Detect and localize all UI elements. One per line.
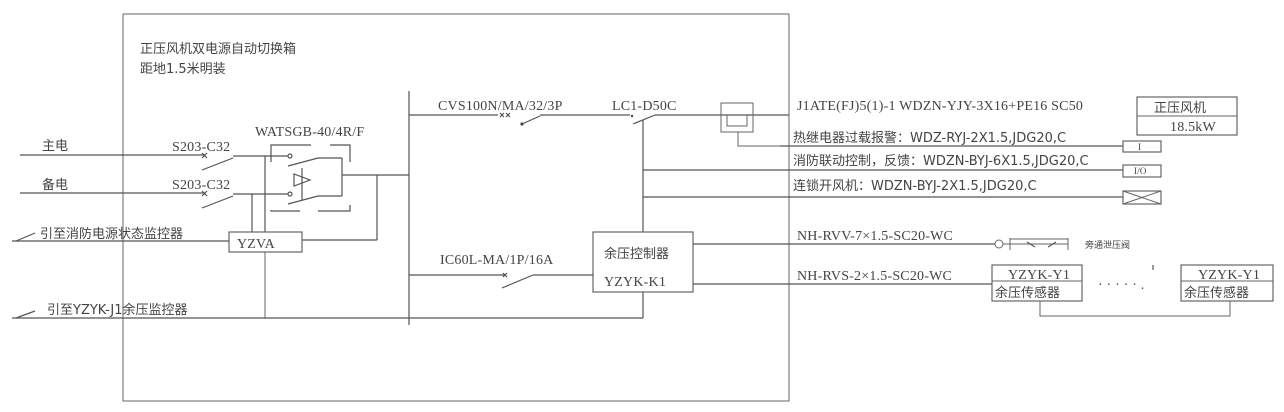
bypass-valve-icon — [994, 238, 1069, 250]
pressure-monitor-arrow — [15, 310, 36, 319]
cvs-breaker-label: CVS100N/MA/32/3P — [438, 99, 563, 114]
title-line-1: 正压风机双电源自动切换箱 — [140, 41, 296, 57]
output-label-2: 消防联动控制，反馈：WDZN-BYJ-6X1.5,JDG20,C — [793, 153, 1089, 169]
ic60l-breaker-symbol — [501, 272, 593, 289]
main-power-label: 主电 — [42, 139, 68, 154]
main-breaker-symbol — [201, 152, 288, 171]
contactor-label: LC1-D50C — [612, 99, 677, 114]
yzva-module — [228, 231, 303, 253]
ats-symbol — [270, 144, 409, 212]
output-label-3: 连锁开风机：WDZN-BYJ-2X1.5,JDG20,C — [793, 178, 1037, 194]
sensor-cable-label: NH-RVS-2×1.5-SC20-WC — [797, 269, 952, 284]
ic60l-label: IC60L-MA/1P/16A — [440, 253, 554, 268]
pressure-sensor-2 — [1180, 264, 1274, 302]
backup-power-label: 备电 — [42, 177, 68, 193]
sensor-1-model: YZYK-Y1 — [1008, 268, 1070, 283]
valve-cable-label: NH-RVV-7×1.5-SC20-WC — [797, 229, 953, 244]
fan-power: 18.5kW — [1170, 120, 1217, 135]
title-line-2: 距地1.5米明装 — [140, 62, 226, 77]
sensor-2-model: YZYK-Y1 — [1198, 268, 1260, 283]
pressure-sensor-1 — [991, 264, 1083, 302]
yzva-label: YZVA — [237, 237, 276, 252]
fan-name: 正压风机 — [1154, 101, 1206, 116]
controller-name: 余压控制器 — [604, 246, 669, 262]
contactor-symbol — [630, 114, 789, 125]
interlock-terminal-icon — [1122, 190, 1162, 205]
cvs-breaker-symbol — [499, 112, 630, 126]
backup-breaker-symbol — [201, 190, 288, 209]
ats-label: WATSGB-40/4R/F — [255, 125, 364, 140]
controller-model: YZYK-K1 — [604, 275, 666, 290]
power-monitor-arrow — [15, 232, 36, 242]
output-label-1: 热继电器过载报警：WDZ-RYJ-2X1.5,JDG20,C — [793, 130, 1066, 146]
terminal-io — [1122, 164, 1162, 178]
power-monitor-label: 引至消防电源状态监控器 — [40, 226, 183, 242]
terminal-input — [1122, 140, 1162, 153]
sensor-2-name: 余压传感器 — [1184, 285, 1249, 301]
main-breaker-label: S203-C32 — [172, 140, 230, 155]
sensor-1-name: 余压传感器 — [995, 285, 1060, 301]
terminal-input-label: I — [1138, 142, 1141, 152]
terminal-io-label: I/O — [1134, 166, 1147, 176]
enclosure-box — [122, 13, 790, 402]
sensor-loop-line — [1039, 301, 1231, 317]
backup-breaker-label: S203-C32 — [172, 178, 230, 193]
output-label-0: J1ATE(FJ)5(1)-1 WDZN-YJY-3X16+PE16 SC50 — [797, 99, 1083, 114]
valve-label: 旁通泄压阀 — [1085, 239, 1130, 251]
sensor-ellipsis: · · · · · . — [1098, 278, 1145, 293]
pressure-monitor-label: 引至YZYK-J1余压监控器 — [47, 302, 187, 318]
